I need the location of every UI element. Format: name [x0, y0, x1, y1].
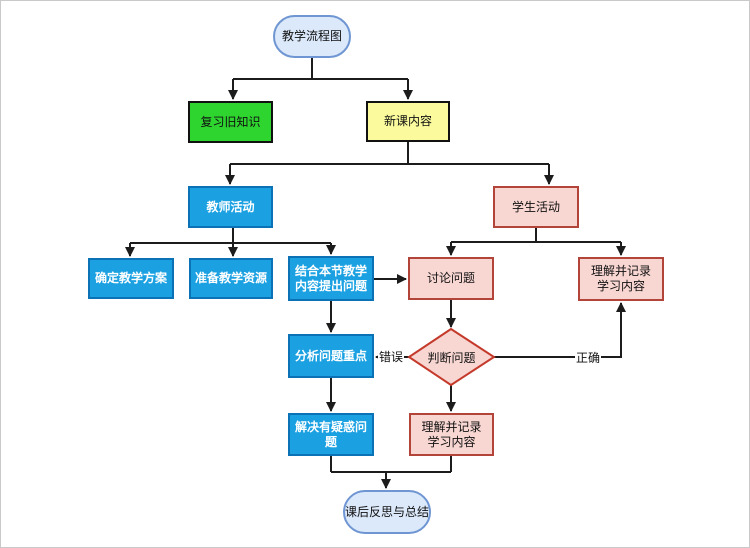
node-prepare-teaching-resources: 准备教学资源: [189, 258, 273, 299]
node-determine-teaching-plan: 确定教学方案: [88, 258, 174, 299]
node-analyze-key-points: 分析问题重点: [288, 334, 374, 378]
node-label-line2: 学习内容: [596, 279, 645, 293]
node-label: 分析问题重点: [294, 348, 367, 363]
node-label-line1: 理解并记录: [590, 264, 651, 278]
node-understand-record-bottom: 理解并记录 学习内容: [409, 413, 494, 456]
edge-label-correct: 正确: [575, 351, 602, 365]
node-understand-record-top: 理解并记录 学习内容: [578, 257, 664, 301]
node-student-activity: 学生活动: [493, 186, 579, 228]
node-label: 讨论问题: [426, 271, 475, 285]
node-label-line2: 学习内容: [427, 434, 476, 449]
node-raise-questions: 结合本节教学 内容提出问题: [288, 256, 374, 301]
node-review-old-knowledge: 复习旧知识: [188, 101, 273, 143]
node-label: 课后反思与总结: [345, 504, 430, 519]
node-teacher-activity: 教师活动: [188, 186, 273, 228]
node-label: 复习旧知识: [200, 114, 261, 129]
node-label: 新课内容: [383, 114, 432, 128]
node-start-terminator: 教学流程图: [273, 15, 351, 58]
node-label: 教学流程图: [281, 29, 342, 43]
connectors: [125, 58, 626, 489]
decision-diamond-shape: [407, 327, 496, 387]
node-solve-doubtful-questions: 解决有疑惑问题: [288, 413, 374, 456]
node-label-line2: 内容提出问题: [294, 278, 367, 293]
node-end-terminator: 课后反思与总结: [343, 490, 431, 534]
node-new-lesson-content: 新课内容: [366, 101, 450, 142]
node-discuss-questions: 讨论问题: [408, 257, 494, 300]
node-label: 教师活动: [206, 199, 255, 214]
node-label-line1: 理解并记录: [421, 419, 482, 434]
node-label: 学生活动: [511, 199, 560, 214]
node-label-line1: 结合本节教学: [294, 263, 367, 278]
node-label: 确定教学方案: [94, 271, 167, 285]
node-label: 准备教学资源: [194, 271, 267, 285]
node-label: 解决有疑惑问题: [294, 419, 367, 449]
edge-label-wrong: 错误: [378, 350, 405, 364]
